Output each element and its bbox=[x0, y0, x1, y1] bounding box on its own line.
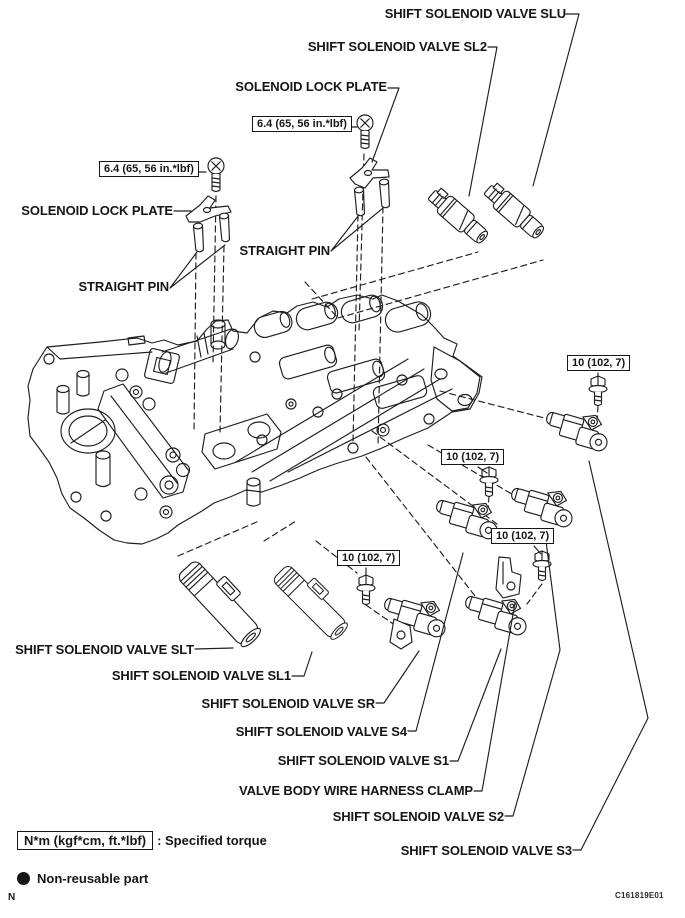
legend-torque: N*m (kgf*cm, ft.*lbf): Specified torque bbox=[17, 831, 267, 850]
torque-box-lock-plate-center: 6.4 (65, 56 in.*lbf) bbox=[252, 116, 352, 132]
leader-lines bbox=[169, 13, 649, 851]
shift-solenoid-valve-s3-part bbox=[541, 402, 615, 454]
label-shift-solenoid-valve-s2: SHIFT SOLENOID VALVE S2 bbox=[332, 809, 504, 824]
label-shift-solenoid-valve-sl1: SHIFT SOLENOID VALVE SL1 bbox=[111, 668, 291, 683]
solenoid-bolt-s4-icon bbox=[479, 466, 499, 498]
label-valve-body-wire-harness-clamp: VALVE BODY WIRE HARNESS CLAMP bbox=[238, 783, 473, 798]
label-straight-pin-center: STRAIGHT PIN bbox=[239, 243, 330, 258]
assembly-dash-lines bbox=[177, 153, 599, 629]
lock-plate-bolt-center-icon bbox=[356, 114, 374, 150]
lock-plate-bolt-left-icon bbox=[207, 157, 225, 193]
label-solenoid-lock-plate-left: SOLENOID LOCK PLATE bbox=[21, 203, 173, 218]
solenoid-lock-plate-center-part bbox=[349, 157, 390, 189]
torque-box-solenoid-s3: 10 (102, 7) bbox=[567, 355, 631, 371]
torque-box-lock-plate-left: 6.4 (65, 56 in.*lbf) bbox=[99, 161, 199, 177]
label-shift-solenoid-valve-slu: SHIFT SOLENOID VALVE SLU bbox=[384, 6, 566, 21]
label-shift-solenoid-valve-s4: SHIFT SOLENOID VALVE S4 bbox=[235, 724, 407, 739]
straight-pin-part-3 bbox=[353, 186, 366, 217]
label-solenoid-lock-plate-top: SOLENOID LOCK PLATE bbox=[235, 79, 387, 94]
label-shift-solenoid-valve-sr: SHIFT SOLENOID VALVE SR bbox=[201, 696, 376, 711]
legend-non-reusable-text: Non-reusable part bbox=[37, 871, 149, 886]
non-reusable-bullet-icon bbox=[17, 872, 30, 885]
solenoid-lock-plate-left-part bbox=[185, 195, 232, 223]
sr-mounting-bracket-part bbox=[389, 618, 413, 650]
shift-solenoid-valve-s2-part bbox=[506, 478, 580, 530]
valve-body-wire-harness-clamp-part bbox=[495, 556, 522, 599]
solenoid-bolt-sr-icon bbox=[356, 574, 376, 606]
corner-mark: N bbox=[8, 892, 16, 903]
shift-solenoid-valve-sl2-part bbox=[424, 184, 493, 249]
shift-solenoid-valve-slt-part bbox=[175, 551, 272, 651]
legend-non-reusable: Non-reusable part bbox=[17, 870, 148, 888]
label-shift-solenoid-valve-s1: SHIFT SOLENOID VALVE S1 bbox=[277, 753, 449, 768]
shift-solenoid-valve-sl1-part bbox=[271, 557, 357, 643]
straight-pin-part-1 bbox=[192, 222, 205, 253]
legend-torque-box: N*m (kgf*cm, ft.*lbf) bbox=[17, 831, 154, 850]
valve-body bbox=[27, 294, 483, 545]
straight-pin-part-4 bbox=[378, 178, 391, 209]
label-shift-solenoid-valve-s3: SHIFT SOLENOID VALVE S3 bbox=[400, 843, 572, 858]
torque-box-solenoid-sr: 10 (102, 7) bbox=[337, 550, 401, 566]
shift-solenoid-valve-slu-part bbox=[480, 179, 549, 244]
torque-box-solenoid-s4: 10 (102, 7) bbox=[441, 449, 505, 465]
shift-solenoid-valve-s1-part bbox=[460, 586, 534, 638]
label-shift-solenoid-valve-sl2: SHIFT SOLENOID VALVE SL2 bbox=[307, 39, 487, 54]
solenoid-bolt-s3-icon bbox=[588, 375, 608, 407]
straight-pin-part-2 bbox=[218, 212, 231, 243]
doc-code: C161819E01 bbox=[615, 891, 664, 900]
label-straight-pin-left: STRAIGHT PIN bbox=[78, 279, 169, 294]
shift-solenoid-valve-sr-part bbox=[379, 588, 453, 640]
label-shift-solenoid-valve-slt: SHIFT SOLENOID VALVE SLT bbox=[15, 642, 194, 657]
torque-box-solenoid-clamp: 10 (102, 7) bbox=[491, 528, 555, 544]
legend-torque-desc: : Specified torque bbox=[157, 833, 267, 848]
